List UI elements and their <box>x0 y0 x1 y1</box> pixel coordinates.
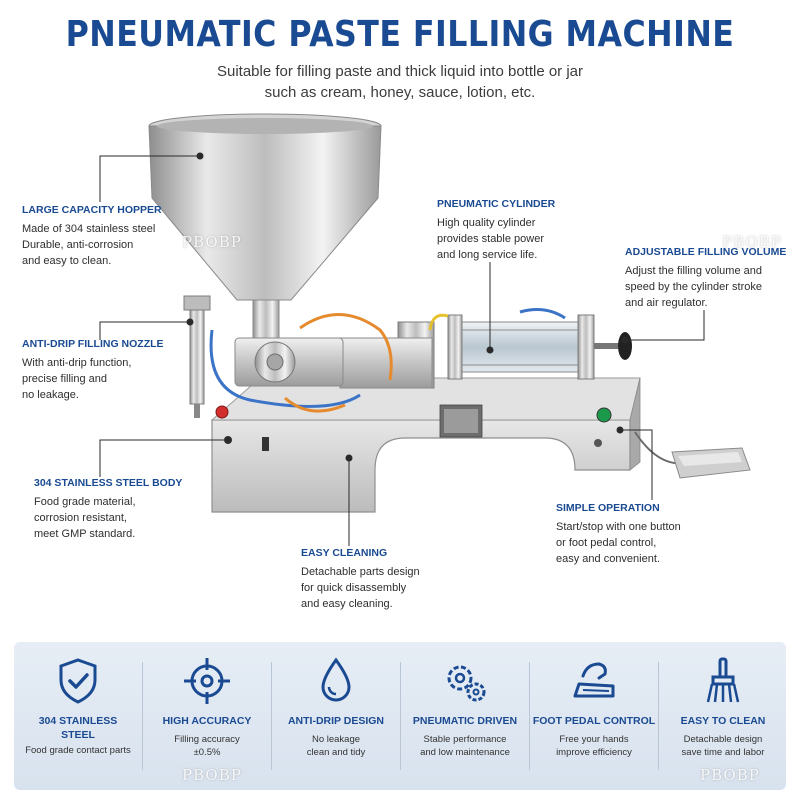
feature-foot-pedal: FOOT PEDAL CONTROL Free your hands impro… <box>530 642 658 790</box>
callout-body: 304 STAINLESS STEEL BODY Food grade mate… <box>34 477 183 540</box>
foot-pedal-icon <box>573 662 615 698</box>
shield-check-icon <box>59 658 97 704</box>
brush-icon <box>706 657 740 703</box>
watermark-left: PBOBP <box>182 233 242 251</box>
feature-divider <box>271 662 272 770</box>
subtitle-line-1: Suitable for filling paste and thick liq… <box>216 63 584 80</box>
hopper <box>148 113 382 339</box>
callout-hopper: LARGE CAPACITY HOPPER Made of 304 stainl… <box>22 204 162 267</box>
watermark-bottom-left: PBOBP <box>182 766 242 784</box>
callout-operation: SIMPLE OPERATION Start/stop with one but… <box>556 502 681 565</box>
feature-divider <box>142 662 143 770</box>
feature-divider <box>400 662 401 770</box>
callout-nozzle: ANTI-DRIP FILLING NOZZLE With anti-drip … <box>22 338 164 401</box>
machine-illustration <box>148 113 751 513</box>
drop-icon <box>321 657 351 702</box>
filling-valve <box>183 295 344 419</box>
callout-cleaning: EASY CLEANING Detachable parts design fo… <box>301 547 420 610</box>
gears-icon <box>447 665 486 702</box>
watermark-bottom-right: PBOBP <box>700 766 760 784</box>
foot-pedal <box>634 431 751 479</box>
machine-body <box>210 377 641 513</box>
callout-cylinder: PNEUMATIC CYLINDER High quality cylinder… <box>437 198 556 261</box>
feature-anti-drip: ANTI-DRIP DESIGN No leakage clean and ti… <box>272 642 400 790</box>
air-tubes <box>209 308 566 413</box>
feature-easy-clean: EASY TO CLEAN Detachable design save tim… <box>659 642 787 790</box>
subtitle-line-2: such as cream, honey, sauce, lotion, etc… <box>264 84 536 101</box>
feature-divider <box>529 662 530 770</box>
feature-accuracy: HIGH ACCURACY Filling accuracy ±0.5% <box>143 642 271 790</box>
feature-divider <box>658 662 659 770</box>
callout-volume: ADJUSTABLE FILLING VOLUME Adjust the fil… <box>625 246 787 309</box>
pneumatic-cylinder <box>339 314 632 389</box>
watermark-right: PBOBP <box>722 233 782 251</box>
callout-leaders <box>99 152 705 546</box>
feature-pneumatic: PNEUMATIC DRIVEN Stable performance and … <box>401 642 529 790</box>
page-title: PNEUMATIC PASTE FILLING MACHINE <box>65 14 735 55</box>
crosshair-icon <box>184 658 230 704</box>
